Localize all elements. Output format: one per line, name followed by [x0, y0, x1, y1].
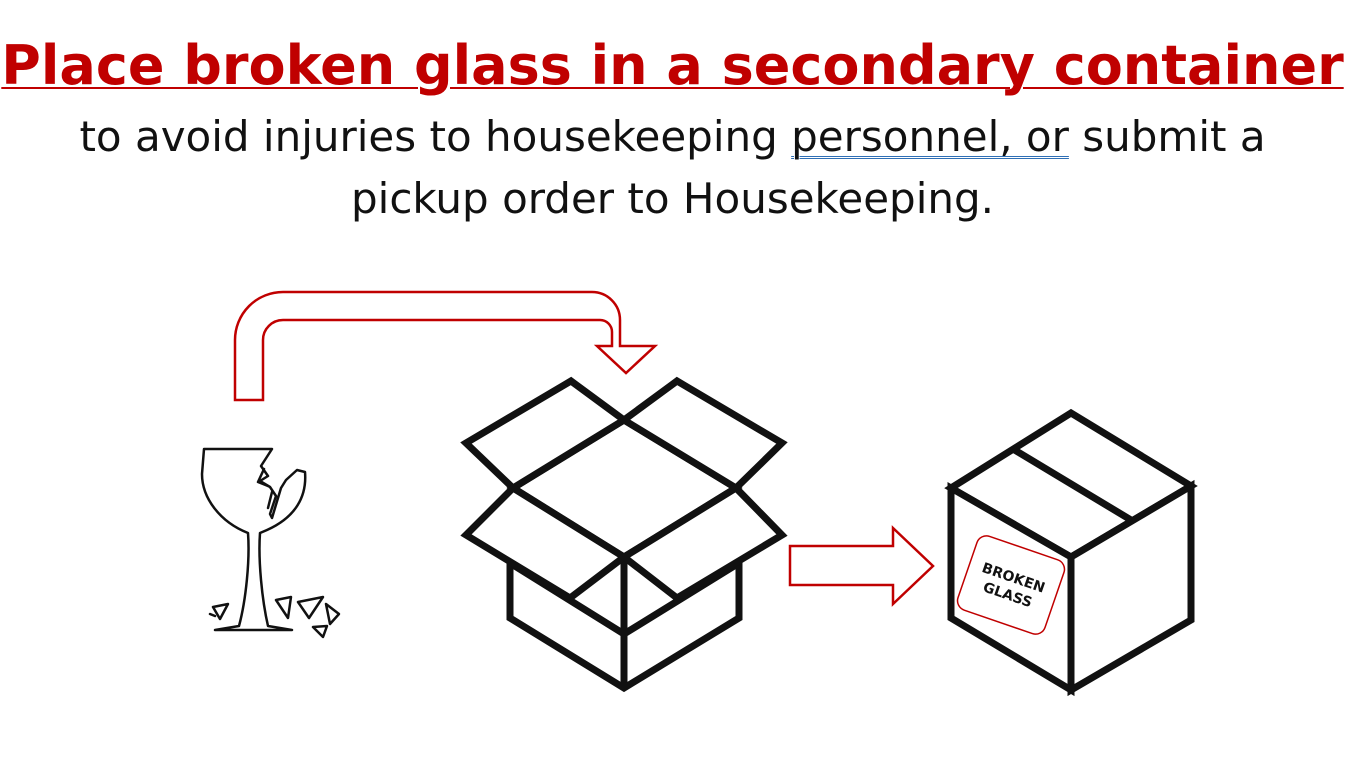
instruction-line-1-end: submit a	[1068, 112, 1266, 161]
instruction-line-1-start: to avoid injuries to housekeeping	[79, 112, 792, 161]
headline: Place broken glass in a secondary contai…	[1, 34, 1344, 97]
right-arrow-icon	[788, 525, 935, 607]
flagged-phrase: personnel, or	[791, 112, 1069, 161]
instruction-line-2: pickup order to Housekeeping.	[350, 174, 995, 223]
open-box-icon	[460, 376, 788, 693]
instruction-line-1: to avoid injuries to housekeeping person…	[0, 106, 1345, 168]
instruction-text: to avoid injuries to housekeeping person…	[0, 106, 1345, 230]
broken-wine-glass-icon	[200, 447, 341, 639]
broken-glass-label: BROKEN GLASS	[956, 535, 1066, 635]
curved-arrow-icon	[233, 290, 659, 402]
